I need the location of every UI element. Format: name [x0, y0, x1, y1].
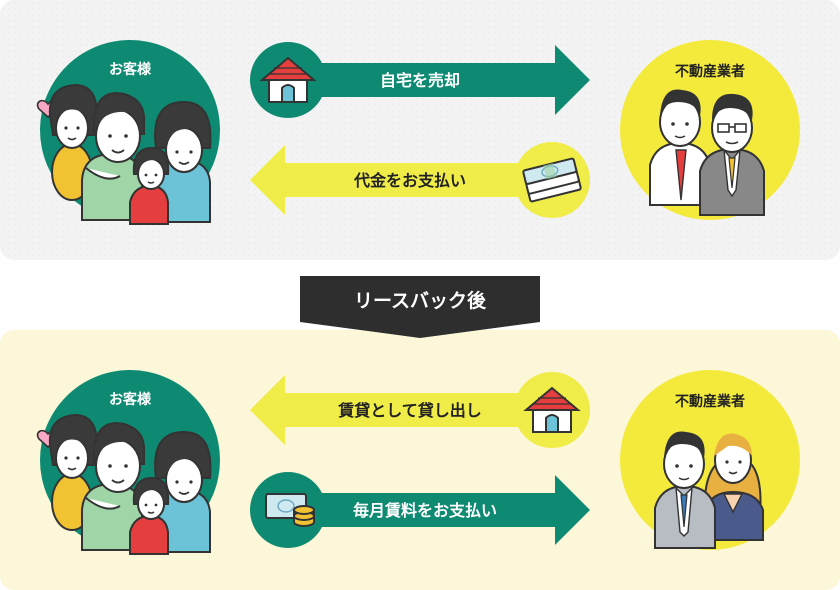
banner-label: リースバック後: [354, 289, 487, 312]
arrow-rent-out-label: 賃貸として貸し出し: [337, 401, 482, 420]
arrow-payment-label: 代金をお支払い: [353, 171, 466, 190]
arrow-sell-label: 自宅を売却: [380, 71, 460, 90]
agent-label: 不動産業者: [675, 393, 745, 410]
arrow-sell-home: 自宅を売却: [250, 42, 590, 118]
leaseback-banner: リースバック後: [300, 276, 540, 338]
customer-top: お客様: [36, 40, 220, 225]
arrow-monthly-rent-label: 毎月賃料をお支払い: [353, 501, 497, 520]
agent-label: 不動産業者: [675, 63, 745, 80]
arrow-monthly-rent: 毎月賃料をお支払い: [250, 472, 590, 548]
customer-bottom: お客様: [36, 370, 220, 555]
agents-illustration: [654, 431, 764, 549]
agent-top: 不動産業者: [620, 40, 800, 220]
agents-illustration: [649, 89, 765, 216]
agent-bottom: 不動産業者: [620, 370, 800, 550]
arrow-rent-out: 賃貸として貸し出し: [250, 372, 590, 448]
arrow-payment: 代金をお支払い: [250, 142, 590, 218]
customer-label: お客様: [109, 391, 152, 408]
customer-label: お客様: [109, 61, 152, 78]
